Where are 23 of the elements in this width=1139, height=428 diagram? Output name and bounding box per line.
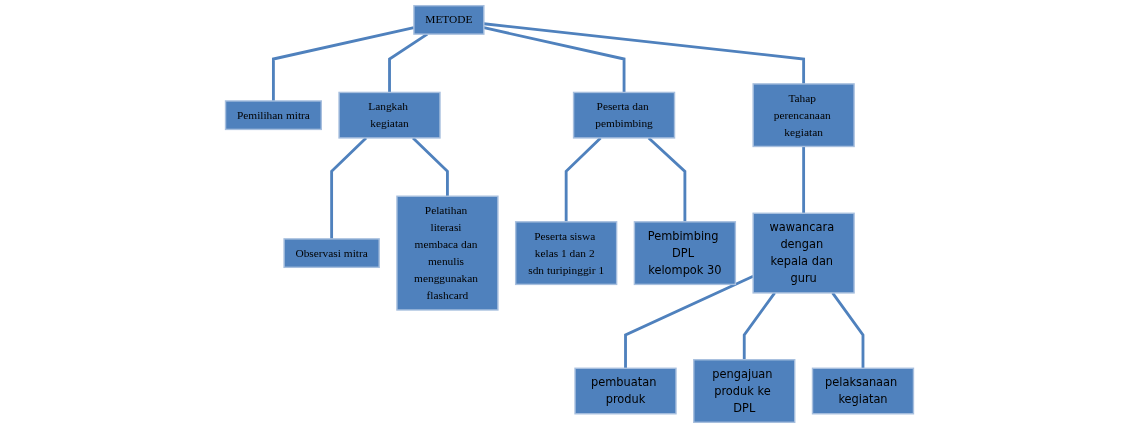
node-box: Pemilihan mitra	[224, 100, 322, 131]
node-box: METODE	[413, 5, 485, 35]
connector	[647, 136, 687, 222]
node-box: Pelatihan literasi membaca dan menulis menggunakan flashcard	[396, 195, 499, 311]
connector	[483, 22, 806, 84]
node-box: Tahap perencanaan kegiatan	[752, 83, 855, 148]
connector	[802, 146, 806, 214]
node-box: Pembimbing DPL kelompok 30	[633, 221, 737, 286]
node-box: Peserta dan pembimbing	[572, 91, 676, 139]
node-box: wawancara dengan kepala dan guru	[752, 212, 855, 294]
connector	[831, 292, 865, 369]
node-box: Langkah kegiatan	[338, 91, 441, 139]
node-box: Observasi mitra	[283, 238, 380, 269]
connector	[412, 136, 449, 197]
connector	[564, 136, 602, 222]
node-box: pelaksanaan kegiatan	[811, 367, 915, 415]
connector	[483, 26, 626, 93]
node-box: Peserta siswa kelas 1 dan 2 sdn turipinggir 1	[514, 221, 618, 286]
node-box: pengajuan produk ke DPL	[693, 359, 796, 423]
connector	[330, 136, 368, 239]
connector	[624, 275, 754, 369]
node-box: pembuatan produk	[574, 367, 677, 415]
connector	[742, 292, 776, 360]
